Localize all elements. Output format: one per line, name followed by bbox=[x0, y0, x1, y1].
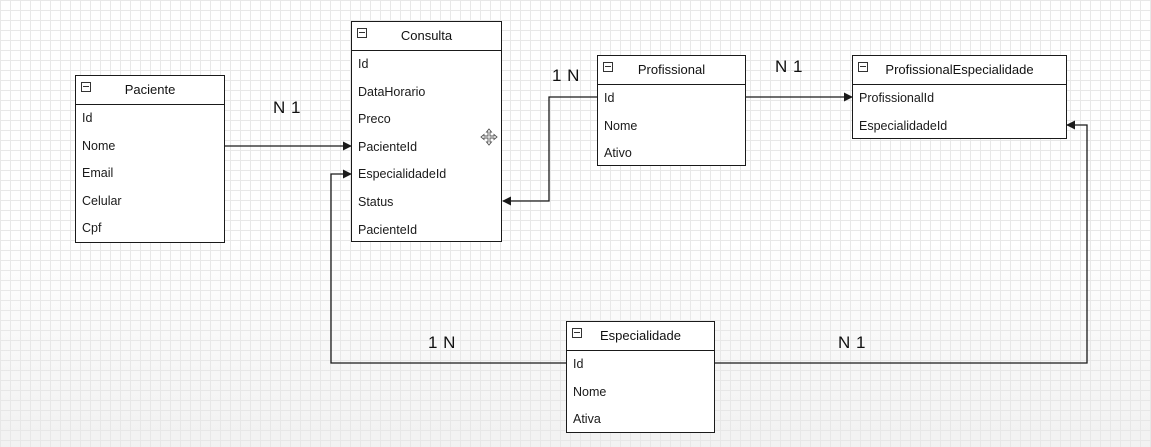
entity-title: ProfissionalEspecialidade bbox=[885, 62, 1034, 77]
field[interactable]: EspecialidadeId bbox=[358, 167, 447, 182]
entity-header[interactable]: Paciente bbox=[76, 76, 224, 105]
collapse-icon[interactable] bbox=[357, 28, 367, 38]
entity-header[interactable]: Especialidade bbox=[567, 322, 714, 351]
cardinality-label-paciente-consulta: N 1 bbox=[273, 98, 301, 117]
cardinality-label-profissional-profissional-especialidade: N 1 bbox=[775, 57, 803, 76]
cardinality-label-profissional-consulta: 1 N bbox=[552, 66, 580, 85]
field[interactable]: PacienteId bbox=[358, 139, 418, 154]
field[interactable]: Preco bbox=[358, 112, 391, 127]
field[interactable]: Id bbox=[358, 57, 369, 71]
collapse-icon[interactable] bbox=[603, 62, 613, 72]
move-cursor-icon bbox=[480, 128, 498, 146]
field[interactable]: Nome bbox=[82, 138, 116, 153]
entity-title: Consulta bbox=[400, 28, 453, 43]
entity-title: Paciente bbox=[124, 82, 176, 97]
entity-profissional-especialidade[interactable]: ProfissionalEspecialidade ProfissionalId… bbox=[852, 55, 1067, 139]
entity-especialidade[interactable]: Especialidade Id Nome Ativa bbox=[566, 321, 715, 433]
field[interactable]: Nome bbox=[604, 118, 638, 133]
edge-profissional-consulta[interactable] bbox=[502, 96, 597, 206]
field[interactable]: Cpf bbox=[82, 221, 102, 236]
collapse-icon[interactable] bbox=[81, 82, 91, 92]
field[interactable]: DataHorario bbox=[358, 84, 426, 99]
edge-especialidade-consulta[interactable] bbox=[330, 169, 566, 364]
field[interactable]: Nome bbox=[573, 384, 607, 399]
entity-title: Profissional bbox=[637, 62, 706, 77]
field[interactable]: EspecialidadeId bbox=[859, 118, 948, 133]
field[interactable]: Id bbox=[604, 91, 615, 105]
cardinality-label-especialidade-consulta: 1 N bbox=[428, 333, 456, 352]
entity-title: Especialidade bbox=[600, 328, 681, 343]
cardinality-label-especialidade-profissional-especialidade: N 1 bbox=[838, 333, 866, 352]
edge-especialidade-profissional-especialidade[interactable] bbox=[715, 120, 1088, 364]
entity-header[interactable]: ProfissionalEspecialidade bbox=[853, 56, 1066, 85]
field[interactable]: PacienteId bbox=[358, 222, 418, 237]
field[interactable]: ProfissionalId bbox=[859, 91, 935, 105]
entity-profissional[interactable]: Profissional Id Nome Ativo bbox=[597, 55, 746, 166]
collapse-icon[interactable] bbox=[858, 62, 868, 72]
field[interactable]: Celular bbox=[82, 193, 122, 208]
entity-consulta[interactable]: Consulta Id DataHorario Preco PacienteId… bbox=[351, 21, 502, 242]
field[interactable]: Id bbox=[573, 357, 584, 371]
field[interactable]: Id bbox=[82, 111, 93, 125]
collapse-icon[interactable] bbox=[572, 328, 582, 338]
field[interactable]: Email bbox=[82, 166, 114, 181]
field[interactable]: Ativo bbox=[604, 146, 632, 161]
field[interactable]: Ativa bbox=[573, 412, 601, 427]
field[interactable]: Status bbox=[358, 194, 394, 209]
entity-header[interactable]: Consulta bbox=[352, 22, 501, 51]
entity-header[interactable]: Profissional bbox=[598, 56, 745, 85]
entity-paciente[interactable]: Paciente Id Nome Email Celular Cpf bbox=[75, 75, 225, 243]
